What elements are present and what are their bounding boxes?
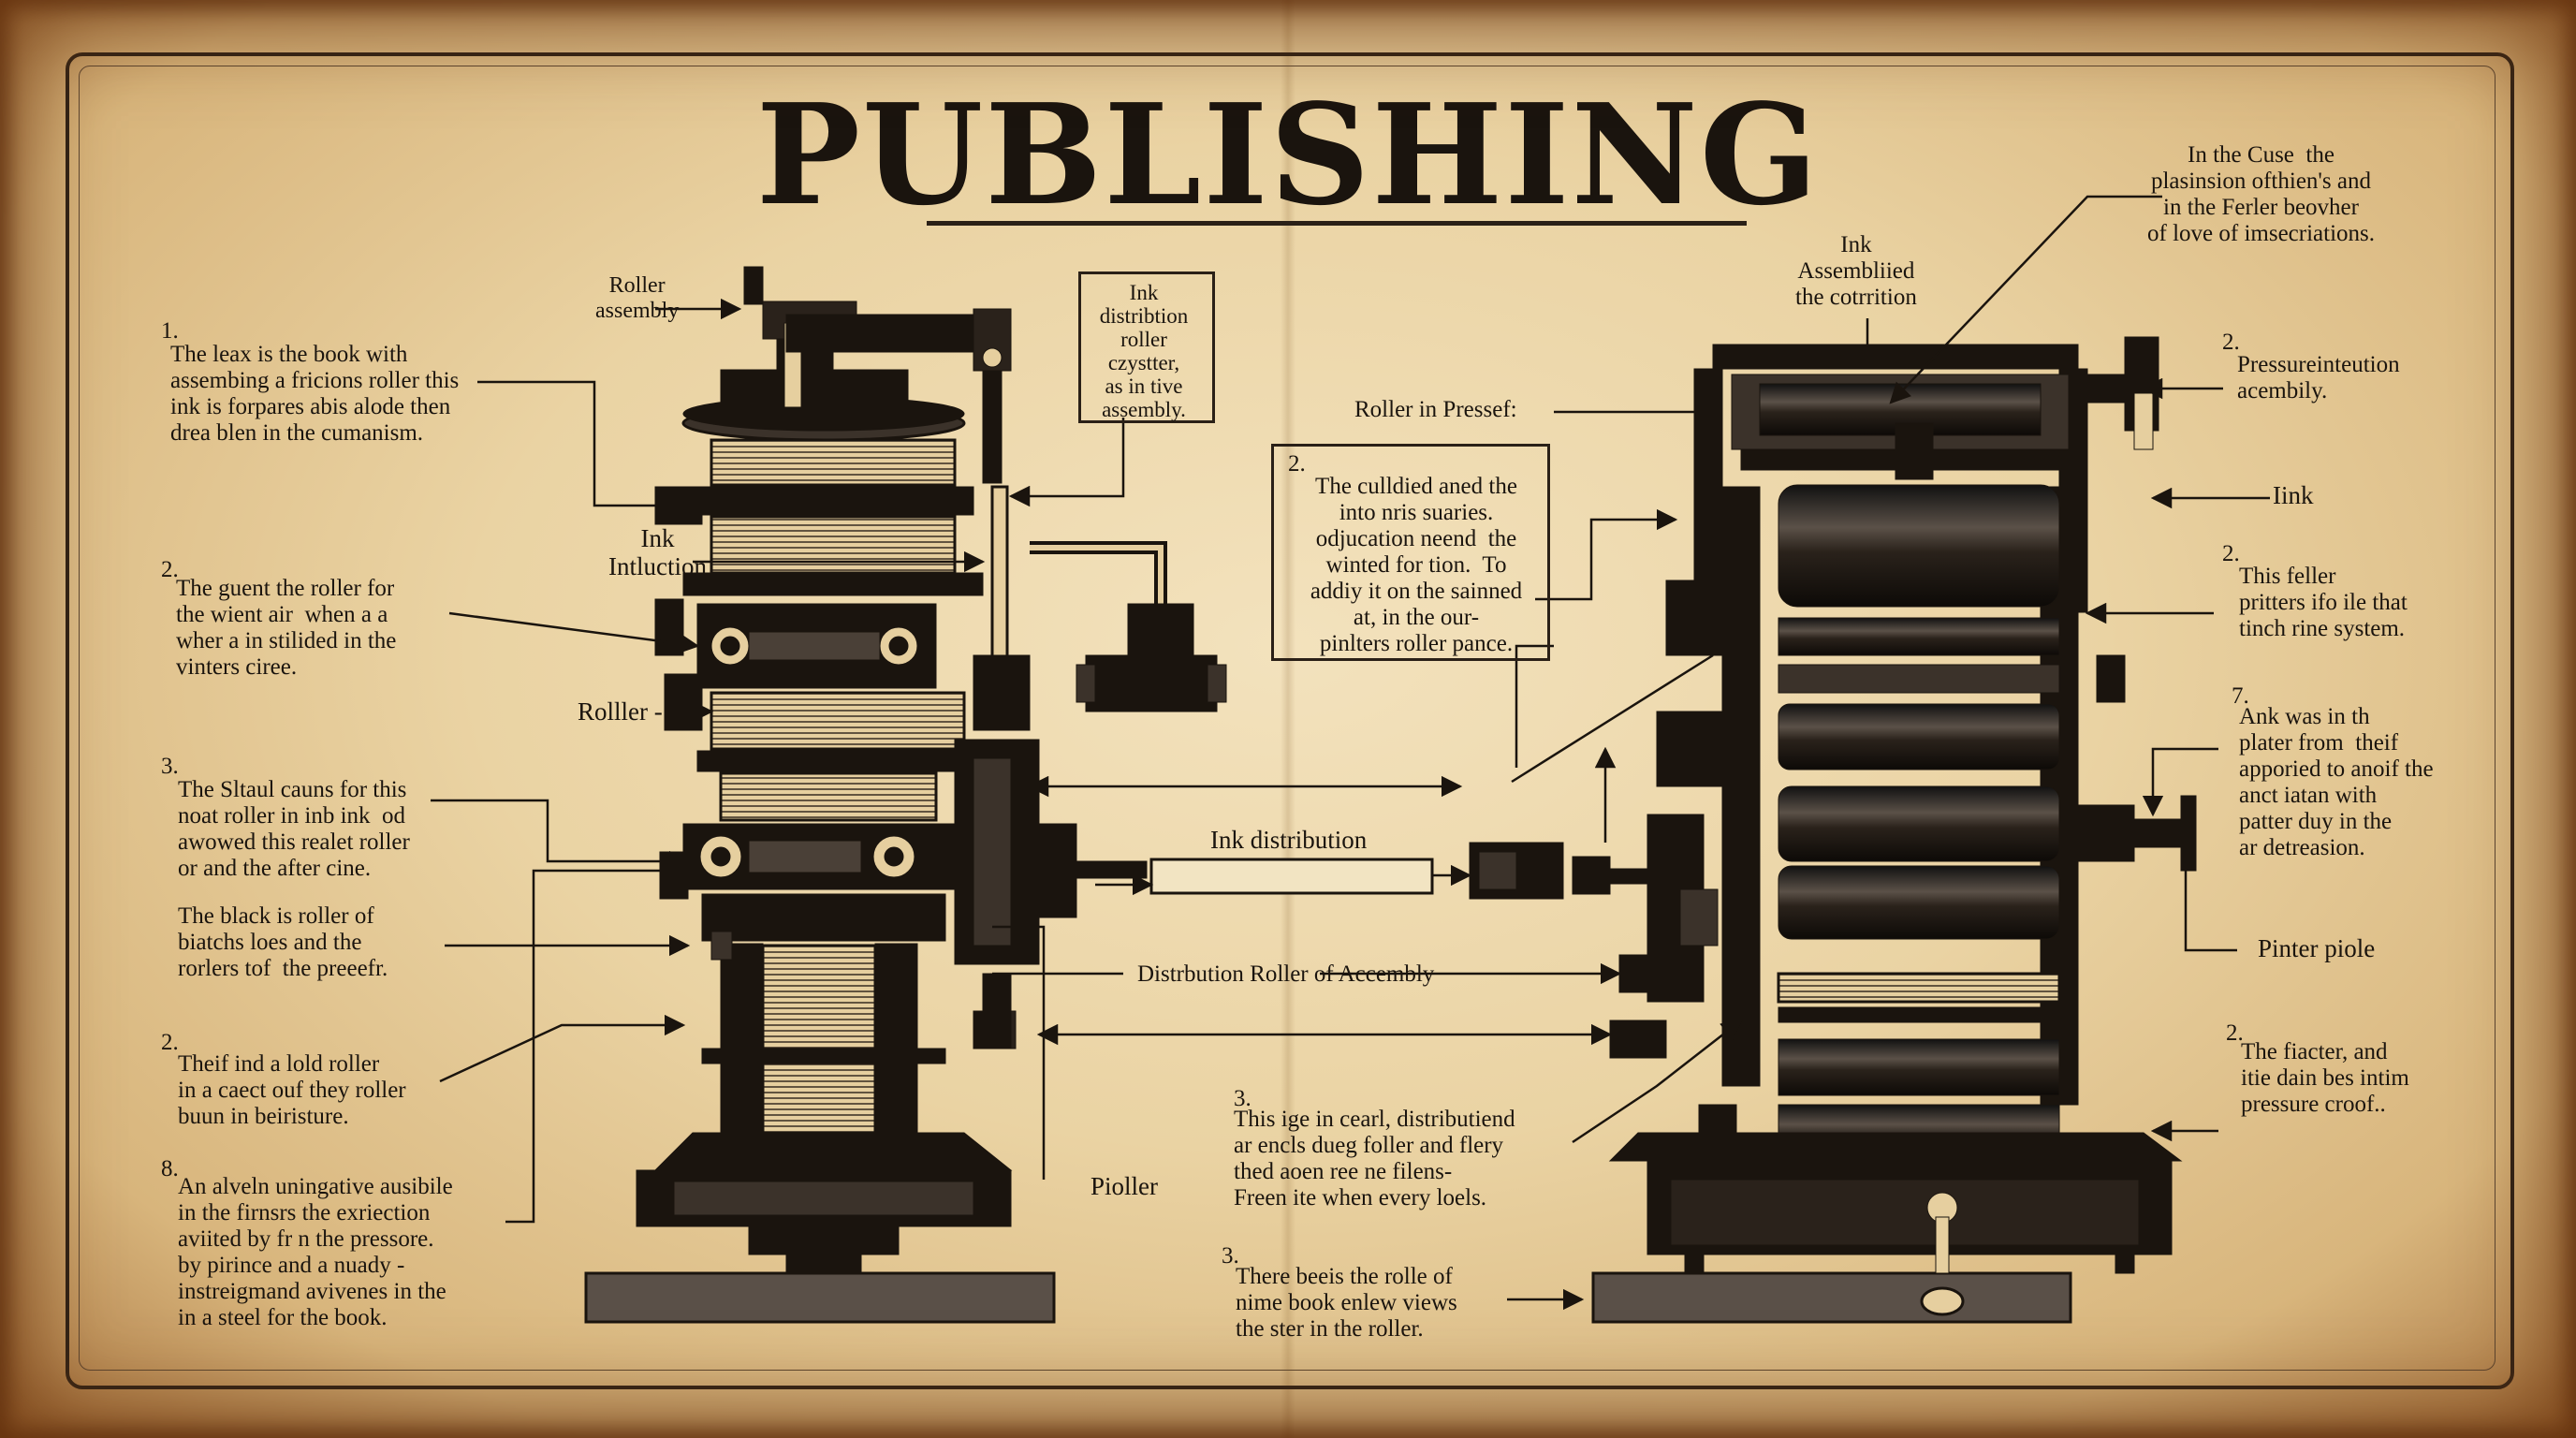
middle-note-2-num: 3. bbox=[1222, 1243, 1239, 1269]
middle-note-1: This ige in cearl, distributiend ar encl… bbox=[1234, 1107, 1515, 1211]
left-note-6: An alveln uningative ausibile in the fir… bbox=[178, 1174, 453, 1330]
right-ground-plate bbox=[1591, 1271, 2072, 1324]
label-roller-assembly: Roller assembly bbox=[595, 273, 680, 323]
label-iink: Iink bbox=[2273, 481, 2314, 509]
left-ground-plate bbox=[584, 1271, 1056, 1324]
outer-border bbox=[66, 52, 2514, 1389]
label-ink-assembled: Ink Assembliied the cotrrition bbox=[1795, 232, 1917, 310]
ink-distribution-box bbox=[1078, 271, 1215, 423]
left-note-6-num: 8. bbox=[161, 1156, 179, 1181]
left-note-1: The leax is the book with assembing a fr… bbox=[170, 342, 460, 446]
right-note-1-num: 2. bbox=[2222, 330, 2240, 355]
middle-note-box-text: The culldied aned the into nris suaries.… bbox=[1310, 474, 1523, 656]
ink-distribution-box-text: Ink distribtion roller czystter, as in t… bbox=[1099, 281, 1189, 421]
left-press-machine bbox=[636, 266, 1227, 1274]
right-note-3: Ank was in th plater from theif apporied… bbox=[2239, 704, 2434, 860]
leader-lines bbox=[431, 195, 2270, 1311]
middle-note-1-num: 3. bbox=[1234, 1086, 1251, 1111]
right-note-2-num: 2. bbox=[2222, 541, 2240, 566]
right-note-1: Pressureinteution acembily. bbox=[2237, 352, 2400, 404]
right-press-machine bbox=[1608, 336, 2197, 1316]
center-fold bbox=[1281, 0, 1295, 1438]
left-note-2: The guent the roller for the wient air w… bbox=[176, 576, 397, 680]
right-top-note: In the Cuse the plasinsion ofthien's and… bbox=[2147, 142, 2375, 246]
page-title: PUBLISHING bbox=[755, 73, 1821, 236]
label-ink-intluction: Ink Intluction bbox=[608, 524, 707, 580]
label-pinter-piole: Pinter piole bbox=[2258, 934, 2376, 962]
inner-border bbox=[79, 66, 2496, 1371]
label-distribution-roller-assembly: Distrbution Roller of Accembly bbox=[1137, 961, 1435, 987]
right-note-4-num: 2. bbox=[2226, 1020, 2244, 1046]
left-note-3: The Sltaul cauns for this noat roller in… bbox=[178, 777, 410, 881]
middle-note-box bbox=[1271, 444, 1550, 661]
label-rolller: Rolller - bbox=[578, 697, 663, 726]
right-note-4: The fiacter, and itie dain bes intim pre… bbox=[2241, 1039, 2409, 1117]
right-note-3-num: 7. bbox=[2232, 683, 2249, 709]
right-note-2: This feller pritters ifo ile that tinch … bbox=[2239, 564, 2408, 641]
middle-note-box-num: 2. bbox=[1288, 451, 1306, 477]
middle-note-2: There beeis the rolle of nime book enlew… bbox=[1236, 1264, 1457, 1342]
label-roller-in-presser: Roller in Pressef: bbox=[1354, 397, 1517, 422]
center-distribution-roller bbox=[973, 823, 1667, 1059]
left-note-2-num: 2. bbox=[161, 557, 179, 582]
left-note-1-num: 1. bbox=[161, 318, 179, 344]
left-note-4: The black is roller of biatchs loes and … bbox=[178, 903, 388, 981]
title-underline bbox=[927, 221, 1747, 226]
left-note-5-num: 2. bbox=[161, 1030, 179, 1055]
left-note-3-num: 3. bbox=[161, 754, 179, 779]
label-ink-distribution: Ink distribution bbox=[1210, 826, 1368, 854]
left-note-5: Theif ind a lold roller in a caect ouf t… bbox=[178, 1051, 406, 1129]
label-pioller: Pioller bbox=[1090, 1172, 1158, 1200]
